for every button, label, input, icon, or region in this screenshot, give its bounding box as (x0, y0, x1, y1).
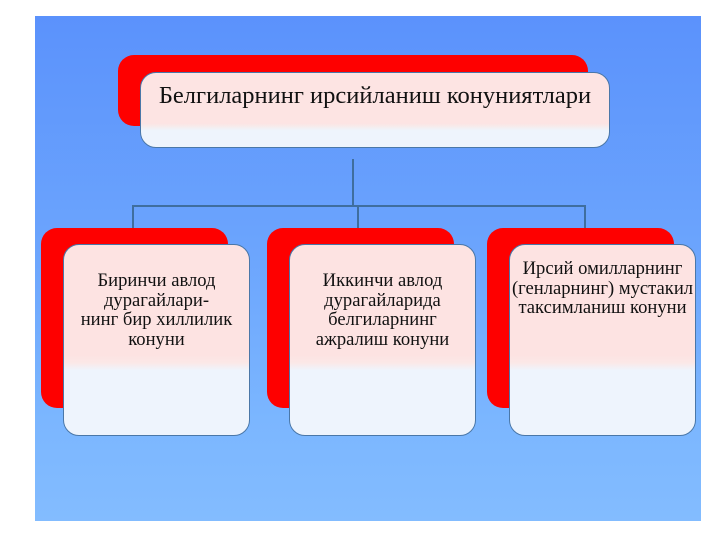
node-root-label: Белгиларнинг ирсийланиш конуниятлари (158, 82, 592, 109)
node-law-independent-assortment[interactable]: Ирсий омилларнинг (генларнинг) мустакил … (487, 228, 701, 456)
connector-root-stem (352, 159, 354, 206)
node-law-second-generation[interactable]: Иккинчи авлод дурагайларида белгиларнинг… (267, 228, 482, 456)
node-law-first-generation-label: Биринчи авлод дурагайлари- нинг бир хилл… (80, 270, 233, 351)
connector-drop-right (584, 205, 586, 228)
node-law-independent-assortment-label: Ирсий омилларнинг (генларнинг) мустакил … (511, 258, 694, 319)
connector-horizontal-bus (132, 205, 586, 207)
node-law-second-generation-box[interactable]: Иккинчи авлод дурагайларида белгиларнинг… (289, 244, 476, 436)
node-root-box[interactable]: Белгиларнинг ирсийланиш конуниятлари (140, 72, 610, 148)
node-law-second-generation-label: Иккинчи авлод дурагайларида белгиларнинг… (315, 270, 450, 351)
node-law-first-generation-box[interactable]: Биринчи авлод дурагайлари- нинг бир хилл… (63, 244, 250, 436)
node-law-independent-assortment-box[interactable]: Ирсий омилларнинг (генларнинг) мустакил … (509, 244, 696, 436)
node-root[interactable]: Белгиларнинг ирсийланиш конуниятлари (118, 55, 618, 175)
node-law-first-generation[interactable]: Биринчи авлод дурагайлари- нинг бир хилл… (41, 228, 256, 456)
connector-drop-middle (357, 205, 359, 228)
connector-drop-left (132, 205, 134, 228)
slide-canvas: Белгиларнинг ирсийланиш конуниятлари Бир… (35, 16, 701, 521)
